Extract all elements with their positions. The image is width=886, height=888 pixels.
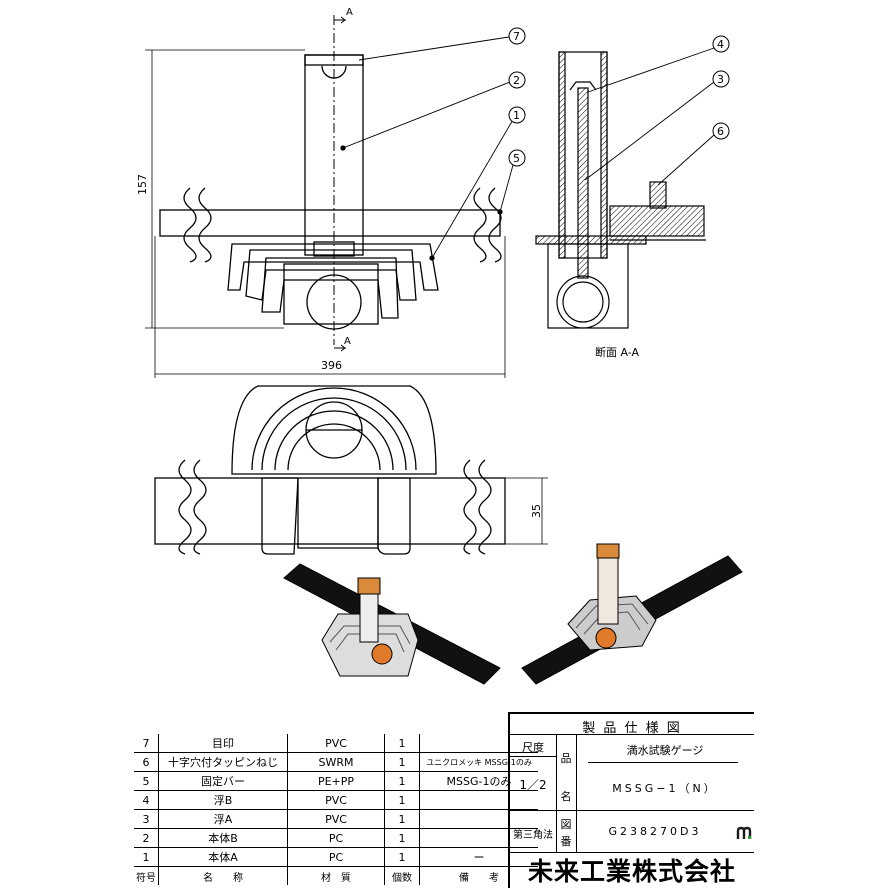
part-qty: 1 bbox=[384, 809, 420, 829]
top-view bbox=[154, 385, 506, 555]
header-material: 材 質 bbox=[287, 866, 385, 885]
section-marker-bottom: A bbox=[344, 336, 351, 347]
drawing-no-label-2: 番 bbox=[560, 835, 572, 848]
part-no: 5 bbox=[134, 771, 159, 791]
part-name: 固定バー bbox=[158, 771, 288, 791]
callout-1: 1 bbox=[513, 109, 520, 122]
part-name: 目印 bbox=[158, 734, 288, 753]
company-name: 未来工業株式会社 bbox=[527, 857, 736, 886]
isometric-view-left bbox=[283, 563, 501, 685]
part-material: SWRM bbox=[287, 752, 385, 772]
parts-table-header: 符号 名 称 材 質 個数 備 考 bbox=[134, 866, 538, 885]
drawing-no-label-1: 図 bbox=[560, 818, 572, 831]
projection-method: 第三角法 bbox=[513, 830, 553, 841]
part-material: PC bbox=[287, 828, 385, 848]
part-no: 1 bbox=[134, 847, 159, 867]
scale-value: 1／2 bbox=[519, 778, 547, 792]
part-name: 浮A bbox=[158, 809, 288, 829]
dimension-depth: 35 bbox=[530, 504, 543, 518]
title-heading: 製 品 仕 様 図 bbox=[582, 721, 682, 736]
dimension-lines bbox=[145, 49, 548, 545]
part-material: PVC bbox=[287, 734, 385, 753]
part-no: 6 bbox=[134, 752, 159, 772]
part-no: 2 bbox=[134, 828, 159, 848]
callout-3: 3 bbox=[717, 73, 724, 86]
product-name: 満水試験ゲージ bbox=[626, 744, 704, 757]
part-name: 浮B bbox=[158, 790, 288, 810]
part-no: 3 bbox=[134, 809, 159, 829]
part-qty: 1 bbox=[384, 828, 420, 848]
callout-2: 2 bbox=[513, 74, 520, 87]
header-remarks: 備 考 bbox=[459, 872, 499, 884]
header-qty: 個数 bbox=[384, 866, 420, 885]
drawing-number: G238270D3 bbox=[608, 825, 702, 838]
isometric-view-right bbox=[521, 543, 743, 685]
front-view bbox=[159, 15, 503, 345]
callout-4: 4 bbox=[717, 38, 724, 51]
part-qty: 1 bbox=[384, 752, 420, 772]
name-label-1: 品 bbox=[560, 752, 572, 765]
callout-circles bbox=[508, 27, 730, 167]
section-view bbox=[535, 51, 706, 329]
section-markers: A A bbox=[334, 7, 353, 352]
header-name: 名 称 bbox=[158, 866, 288, 885]
product-code: MSSG−1（N） bbox=[612, 782, 718, 795]
name-label-2: 名 bbox=[560, 790, 572, 803]
part-material: PVC bbox=[287, 809, 385, 829]
part-no: 4 bbox=[134, 790, 159, 810]
part-qty: 1 bbox=[384, 771, 420, 791]
mirai-logo-icon bbox=[736, 826, 752, 839]
part-name: 本体A bbox=[158, 847, 288, 867]
section-marker-top: A bbox=[346, 7, 353, 18]
callout-5: 5 bbox=[513, 152, 520, 165]
part-qty: 1 bbox=[384, 734, 420, 753]
callout-6: 6 bbox=[717, 125, 724, 138]
part-name: 十字穴付タッピンねじ bbox=[158, 752, 288, 772]
part-qty: 1 bbox=[384, 790, 420, 810]
part-no: 7 bbox=[134, 734, 159, 753]
part-material: PE+PP bbox=[287, 771, 385, 791]
part-material: PC bbox=[287, 847, 385, 867]
dimension-height: 157 bbox=[136, 174, 149, 195]
section-caption: 断面 A-A bbox=[595, 345, 640, 359]
header-no: 符号 bbox=[134, 866, 159, 885]
part-material: PVC bbox=[287, 790, 385, 810]
part-name: 本体B bbox=[158, 828, 288, 848]
dimension-width: 396 bbox=[321, 359, 342, 372]
scale-label: 尺度 bbox=[522, 741, 544, 754]
callout-7: 7 bbox=[513, 30, 520, 43]
part-qty: 1 bbox=[384, 847, 420, 867]
leader-lines bbox=[342, 36, 715, 259]
title-block: 製 品 仕 様 図 尺度 1／2 品 名 満水試験ゲージ MSSG−1（N） 第… bbox=[508, 712, 754, 888]
